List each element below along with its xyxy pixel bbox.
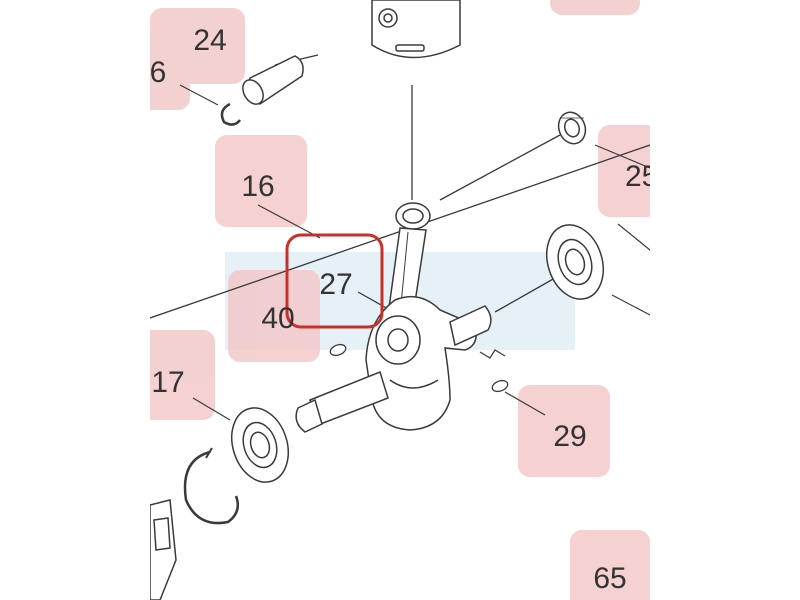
crank-shaft-right	[449, 305, 492, 347]
diagram-svg: 24 6 16 25 27 40 17 29 65	[150, 0, 650, 600]
piston-pin-end	[242, 79, 264, 105]
main-bearing-right	[546, 224, 604, 300]
badge-40-bg	[228, 270, 320, 362]
leader-27	[357, 291, 391, 311]
leader-16	[257, 204, 321, 239]
needle-bearing-inner	[563, 118, 581, 138]
main-bearing-axis-line	[494, 277, 556, 313]
piston	[371, 0, 461, 59]
key-40	[329, 343, 347, 357]
crankcase-detail	[153, 517, 171, 551]
badge-65-bg	[570, 530, 650, 600]
woodruff-keys	[329, 343, 509, 393]
callout-16: 16	[241, 170, 274, 203]
callout-29: 29	[553, 420, 586, 453]
crankcase-fragment	[150, 499, 177, 600]
badge-29-bg	[518, 385, 610, 477]
callout-40: 40	[261, 302, 294, 335]
badge-6-bg	[150, 40, 190, 110]
crank-web-curve	[389, 379, 439, 389]
highlight-box-27	[285, 233, 384, 329]
main-bearing-left-bore	[249, 431, 271, 459]
crank-pin	[387, 328, 409, 352]
badge-top-right-bg	[550, 0, 640, 15]
right-blank-panel	[650, 0, 800, 600]
key-29	[491, 379, 509, 393]
callout-6: 6	[150, 56, 166, 89]
leader-25b	[617, 223, 650, 251]
leader-right-edge	[611, 294, 650, 316]
badge-25-bg	[598, 125, 650, 217]
main-bearing-left	[231, 407, 289, 483]
piston-pin	[242, 55, 304, 105]
piston-pin-hole-inner	[383, 13, 393, 23]
small-end-bearing	[395, 202, 431, 230]
circlip-large	[183, 450, 239, 525]
left-blank-panel	[0, 0, 150, 600]
crank-shaft-thread	[295, 398, 323, 433]
leader-6	[179, 84, 219, 106]
callout-17: 17	[151, 366, 184, 399]
piston-ring-slot	[395, 44, 425, 52]
bearing-axis-line	[439, 134, 561, 201]
callout-badges	[150, 0, 650, 600]
leader-25	[594, 144, 650, 169]
circlip-small	[220, 102, 241, 126]
crank-shaft-left	[309, 371, 389, 426]
leader-17	[192, 397, 231, 421]
callout-27: 27	[319, 268, 352, 301]
main-bearing-right-bore	[564, 248, 586, 276]
needle-bearing	[557, 111, 587, 145]
callout-25: 25	[625, 160, 650, 193]
small-end-inner	[402, 208, 424, 224]
badge-16-bg	[215, 135, 307, 227]
callout-numbers: 24 6 16 25 27 40 17 29 65	[150, 24, 650, 595]
callout-65: 65	[593, 562, 626, 595]
crankshaft	[295, 295, 506, 433]
exploded-parts-diagram: 24 6 16 25 27 40 17 29 65	[150, 0, 650, 600]
badge-17-bg	[150, 330, 215, 420]
callout-24: 24	[193, 24, 226, 57]
break-mark	[479, 349, 506, 359]
leader-29	[504, 391, 546, 416]
crankcase-edge	[150, 499, 177, 600]
circlip-large-eye	[205, 447, 213, 459]
